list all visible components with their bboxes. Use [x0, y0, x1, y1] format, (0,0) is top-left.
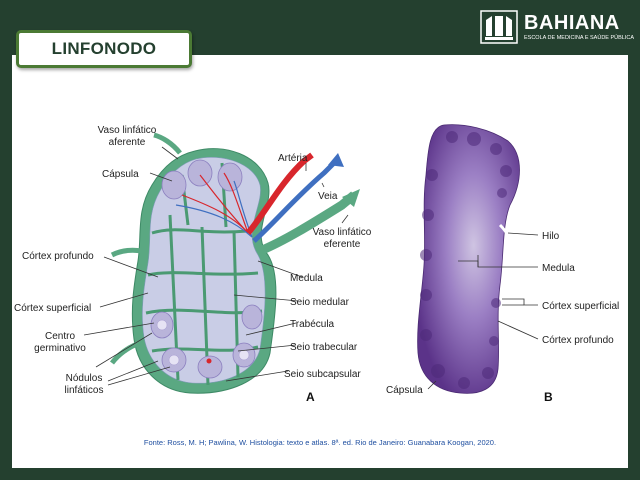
- slide-title-box: LINFONODO: [16, 30, 192, 68]
- label-cortex-superficial-b: Córtex superficial: [542, 301, 619, 312]
- label-vaso-eferente-2: eferente: [324, 239, 361, 250]
- label-hilo: Hilo: [542, 231, 560, 242]
- label-medula-a: Medula: [290, 273, 323, 284]
- label-cortex-profundo-a: Córtex profundo: [22, 251, 94, 262]
- slide-title: LINFONODO: [51, 39, 157, 58]
- afferent-vessel-top: [153, 132, 182, 155]
- germinal-centers: [156, 319, 250, 366]
- logo-subtitle: ESCOLA DE MEDICINA E SAÚDE PÚBLICA: [524, 35, 635, 41]
- vein-arrow-icon: [328, 153, 344, 167]
- label-nodulos-2: linfáticos: [65, 385, 104, 396]
- panel-letter-b: B: [544, 390, 553, 404]
- label-seio-trabecular: Seio trabecular: [290, 342, 358, 353]
- label-cortex-profundo-b: Córtex profundo: [542, 335, 614, 346]
- leader-lines-b: [427, 232, 539, 390]
- label-vaso-aferente-2: aferente: [109, 137, 146, 148]
- label-vaso-aferente-1: Vaso linfático: [98, 125, 157, 136]
- panel-letter-a: A: [306, 390, 315, 404]
- leader-lines-a: [83, 146, 349, 386]
- diagram-a: Vaso linfático aferente Cápsula Córtex p…: [14, 125, 372, 404]
- efferent-arrow-icon: [342, 189, 360, 207]
- label-vaso-eferente-1: Vaso linfático: [313, 227, 372, 238]
- label-arteria: Artéria: [278, 153, 308, 164]
- afferent-vessel-left: [110, 247, 143, 258]
- label-centro-germinativo-2: germinativo: [34, 343, 86, 354]
- histology-b: Hilo Medula Córtex superficial Córtex pr…: [386, 124, 619, 404]
- label-nodulos-1: Nódulos: [66, 373, 103, 384]
- label-capsula-b: Cápsula: [386, 385, 423, 396]
- label-seio-subcapsular: Seio subcapsular: [284, 369, 361, 380]
- efferent-vessel: [258, 191, 357, 256]
- lymphatic-nodules: [150, 159, 263, 379]
- figure-lymph-node: Vaso linfático aferente Cápsula Córtex p…: [14, 124, 619, 404]
- artery-vessel: [245, 152, 314, 235]
- bahiana-emblem-icon: [480, 10, 518, 44]
- label-medula-b: Medula: [542, 263, 575, 274]
- histology-section: [417, 124, 520, 394]
- logo-name: BAHIANA: [524, 12, 620, 34]
- vein-vessel: [252, 161, 336, 243]
- hilum-notch: [498, 223, 512, 250]
- slide-content: Vaso linfático aferente Cápsula Córtex p…: [12, 55, 628, 468]
- label-trabecula: Trabécula: [290, 319, 335, 330]
- blood-vessel-dot: [206, 358, 212, 364]
- arterial-branches: [181, 172, 249, 234]
- afferent-vessel-bottom: [110, 340, 141, 365]
- source-citation: Fonte: Ross, M. H; Pawlina, W. Histologi…: [143, 438, 497, 447]
- label-cortex-superficial-a: Córtex superficial: [14, 303, 91, 314]
- label-seio-medular: Seio medular: [290, 297, 350, 308]
- follicle-texture: [420, 131, 512, 389]
- label-capsula-a: Cápsula: [102, 169, 139, 180]
- bahiana-logo: BAHIANA ESCOLA DE MEDICINA E SAÚDE PÚBLI…: [480, 8, 635, 48]
- label-veia: Veia: [318, 191, 338, 202]
- label-centro-germinativo-1: Centro: [45, 331, 75, 342]
